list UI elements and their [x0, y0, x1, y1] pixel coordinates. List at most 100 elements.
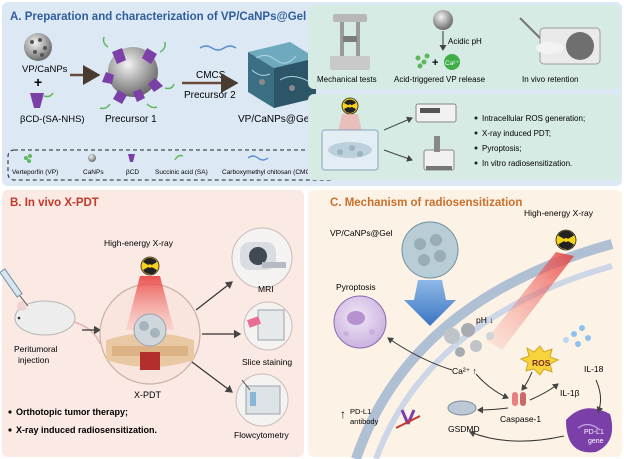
b-bullet-orthotopic: Orthotopic tumor therapy;: [16, 407, 128, 417]
c-gel-label: VP/CaNPs@Gel: [330, 228, 393, 238]
mouse-icon: [14, 300, 101, 345]
b-bullet-radiosens: X-ray induced radiosensitization.: [16, 425, 157, 435]
cell-membrane-inner: [373, 263, 613, 459]
cmcs-label: CMCS: [196, 70, 226, 81]
peritumoral-label-2: injection: [18, 355, 49, 365]
legend-sa-icon: [174, 154, 184, 161]
flow-cytometer-icon: [235, 373, 289, 427]
panel-c-title: C. Mechanism of radiosensitization: [330, 197, 522, 209]
panel-a-title: A. Preparation and characterization of V…: [10, 11, 306, 23]
bullet-xpdt: X-ray induced PDT;: [482, 129, 551, 138]
gsdmd-label: GSDMD: [448, 424, 480, 434]
legend-box: [7, 149, 336, 181]
up-arrow: ↑: [340, 407, 346, 421]
arrow-to-flow: [191, 361, 233, 393]
arrow-to-reader: [383, 116, 413, 131]
ca-label: Ca²⁺ ↑: [452, 366, 477, 376]
legend-cmcs-icon: [247, 155, 269, 161]
legend-canps: CaNPs: [83, 169, 104, 176]
legend-bcd: βCD: [126, 169, 139, 176]
vpcanps-nanoparticle-icon: [24, 33, 52, 61]
arrow-ca-to-caspase: [475, 373, 509, 400]
arrow-caspase-to-il: [529, 383, 559, 401]
arrow-ros-to-caspase: [521, 371, 533, 391]
cytokine-dots-icon: [563, 325, 591, 347]
pdl1-gene-label-1: PD-L1: [584, 429, 604, 436]
bullet-pyroptosis: Pyroptosis;: [482, 144, 522, 153]
radiation-icon-c: [555, 229, 577, 251]
arrow-caspase-to-gsdmd: [477, 406, 509, 414]
product-label: VP/CaNPs@Gel: [238, 114, 312, 125]
il18-label: IL-18: [584, 364, 604, 374]
plus-sign-2: +: [432, 57, 438, 69]
vpcanps-label: VP/CaNPs: [22, 64, 68, 75]
pyroptotic-cell-icon: [333, 295, 387, 349]
acidic-ph-label: Acidic pH: [448, 37, 482, 46]
ca-ion-icon: [444, 54, 460, 70]
cell-well-icon: [321, 129, 379, 171]
mech-tests-label: Mechanical tests: [317, 75, 377, 84]
bcd-icon: [30, 92, 54, 108]
mri-label: MRI: [258, 284, 274, 294]
antibody-icon: [395, 409, 421, 429]
arrow-to-microscope: [383, 149, 413, 162]
mechanical-tester-icon: [330, 14, 370, 70]
in-vivo-retention-label: In vivo retention: [522, 75, 578, 84]
precursor1-label: Precursor 1: [105, 114, 157, 125]
pyroptosis-label: Pyroptosis: [336, 282, 376, 292]
in-vivo-imager-icon: [519, 17, 601, 65]
arrow-il-to-gene: [595, 379, 604, 413]
ph-label: pH ↓: [476, 315, 493, 325]
pdl1-gene-icon: [566, 408, 613, 453]
arrow-gene-to-gsdmd: [469, 430, 565, 442]
syringe-icon: [0, 268, 29, 307]
hydrogel-cube-icon: [248, 42, 316, 108]
invitro-subpanel: [308, 94, 620, 180]
legend-vp-icon: [24, 154, 32, 163]
ca-ion-label: Ca²⁺: [445, 60, 459, 67]
xpdt-label: X-PDT: [134, 390, 162, 400]
beam-c: [486, 252, 574, 350]
c-gel-sphere-icon: [401, 221, 459, 279]
b-xray-label: High-energy X-ray: [104, 238, 174, 248]
precursor2-label: Precursor 2: [184, 90, 236, 101]
caspase-label: Caspase-1: [500, 414, 541, 424]
delivery-arrow: [404, 280, 456, 326]
bcd-sa-nhs-label: βCD-(SA-NHS): [20, 114, 85, 125]
plus-sign: +: [34, 74, 42, 90]
slice-stainer-icon: [243, 301, 293, 351]
bullet-ros: Intracellular ROS generation;: [482, 114, 585, 123]
legend-bcd-icon: [128, 154, 135, 162]
xpdt-tumor-circle: [99, 276, 201, 385]
ros-label: ROS: [532, 358, 551, 368]
microscope-icon: [423, 136, 455, 171]
plate-reader-icon: [415, 103, 457, 123]
vp-release-dots-icon: [415, 53, 430, 69]
c-xray-label: High-energy X-ray: [524, 208, 594, 218]
arrow-ca-to-pyroptosis: [387, 337, 453, 371]
arrow-to-mri: [195, 281, 233, 311]
gsdmd-icon: [447, 400, 477, 416]
legend-cmcs: Carboxymethyl chitosan (CMCS): [222, 169, 317, 176]
il1b-label: IL-1β: [560, 388, 580, 398]
radiation-icon-b: [140, 256, 160, 276]
legend-vp: Verteporfin (VP): [12, 169, 58, 176]
ros-burst-icon: [519, 345, 560, 376]
nanoparticle-cluster-icon: [444, 323, 494, 357]
panel-b-title: B. In vivo X-PDT: [10, 197, 99, 209]
b-bullets: [8, 410, 12, 432]
bullet-radiosens: In vitro radiosensitization.: [482, 159, 572, 168]
legend-canps-icon: [88, 154, 96, 162]
invitro-bullets: [474, 116, 478, 165]
pdl1-gene-label-2: gene: [588, 438, 604, 445]
pdl1-ab-label-2: antibody: [350, 417, 379, 426]
radiation-icon-a: [341, 97, 359, 115]
characterization-subpanel: [308, 5, 620, 89]
legend-sa: Succinic acid (SA): [155, 169, 208, 176]
mri-scanner-icon: [231, 227, 293, 289]
precursor1-cluster-icon: [99, 36, 175, 110]
acid-release-label: Acid-triggered VP release: [394, 75, 486, 84]
cmcs-chain-icon: [199, 45, 237, 51]
caspase-icon: [512, 392, 526, 406]
